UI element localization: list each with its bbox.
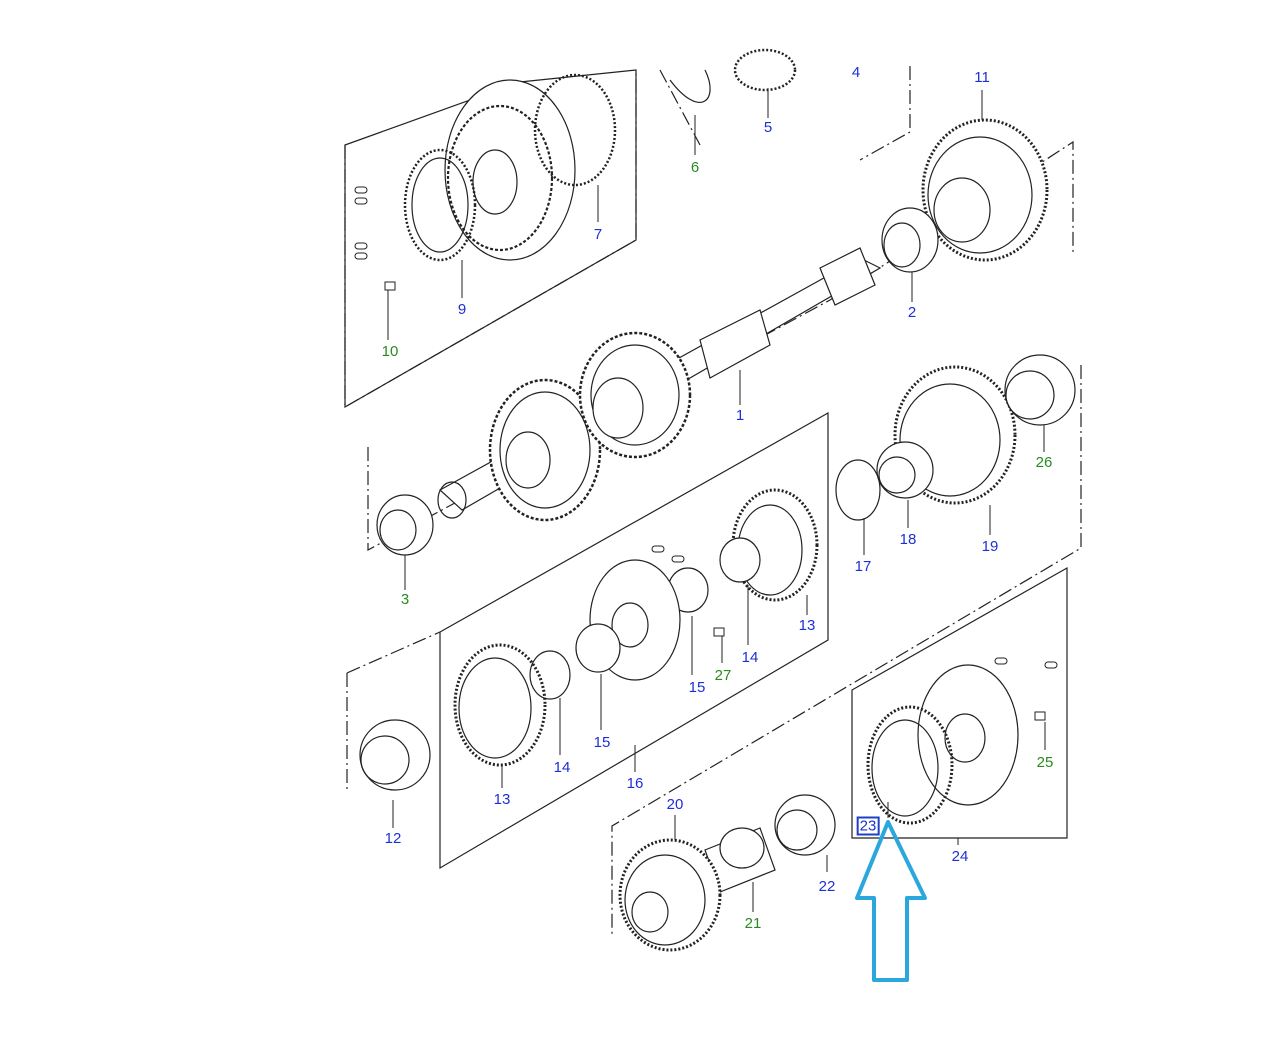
part-label-16[interactable]: 16 [626, 775, 644, 792]
sync-cone-14-left [529, 650, 571, 700]
part-label-20[interactable]: 20 [666, 796, 684, 813]
part-label-24[interactable]: 24 [951, 848, 969, 865]
needle-bearing-18 [876, 441, 934, 499]
sync-ring-13-left [453, 643, 547, 767]
sync-cone-14-right [719, 537, 761, 583]
part-label-13-right[interactable]: 13 [798, 617, 816, 634]
part-label-5[interactable]: 5 [763, 119, 773, 136]
part-label-3[interactable]: 3 [400, 591, 410, 608]
sync-hub-top [403, 73, 617, 262]
part-label-15-right[interactable]: 15 [688, 679, 706, 696]
part-label-18[interactable]: 18 [899, 531, 917, 548]
part-label-11[interactable]: 11 [974, 69, 990, 86]
needle-bearing-26 [1004, 354, 1076, 426]
needle-bearing-2 [881, 207, 939, 273]
part-label-15-left[interactable]: 15 [593, 734, 611, 751]
part-label-4[interactable]: 4 [851, 64, 861, 81]
part-label-17[interactable]: 17 [854, 558, 872, 575]
gear-5 [733, 48, 797, 92]
sync-cone-15-left [575, 623, 621, 673]
part-label-7[interactable]: 7 [593, 226, 603, 243]
part-label-10[interactable]: 10 [381, 343, 399, 360]
part-label-27[interactable]: 27 [714, 667, 732, 684]
part-label-26[interactable]: 26 [1035, 454, 1053, 471]
gear-20 [618, 838, 722, 952]
snap-ring-6 [669, 69, 711, 103]
gear-11 [921, 118, 1049, 262]
part-label-22[interactable]: 22 [818, 878, 836, 895]
up-arrow-icon [855, 820, 927, 982]
part-label-9[interactable]: 9 [457, 301, 467, 318]
needle-bearing-3 [376, 494, 434, 556]
sync-ring-23 [866, 705, 954, 825]
helical-gear-1 [488, 378, 602, 522]
part-label-14-left[interactable]: 14 [553, 759, 571, 776]
part-label-14-right[interactable]: 14 [741, 649, 759, 666]
part-label-6[interactable]: 6 [690, 159, 700, 176]
part-label-19[interactable]: 19 [981, 538, 999, 555]
snap-ring-17 [835, 459, 881, 521]
sync-hub-24 [917, 664, 1019, 806]
part-label-21[interactable]: 21 [744, 915, 762, 932]
bushing-21 [704, 827, 776, 893]
part-label-2[interactable]: 2 [907, 304, 917, 321]
leader-lines [387, 88, 1046, 912]
part-label-25[interactable]: 25 [1036, 754, 1054, 771]
key-pins [354, 186, 1058, 721]
part-label-12[interactable]: 12 [384, 830, 402, 847]
part-label-23-highlighted[interactable]: 23 [856, 816, 880, 836]
needle-bearing-22 [774, 794, 836, 856]
part-label-13-left[interactable]: 13 [493, 791, 511, 808]
part-label-1[interactable]: 1 [735, 407, 745, 424]
needle-bearing-12 [359, 719, 431, 791]
helical-gear-2 [578, 331, 692, 459]
